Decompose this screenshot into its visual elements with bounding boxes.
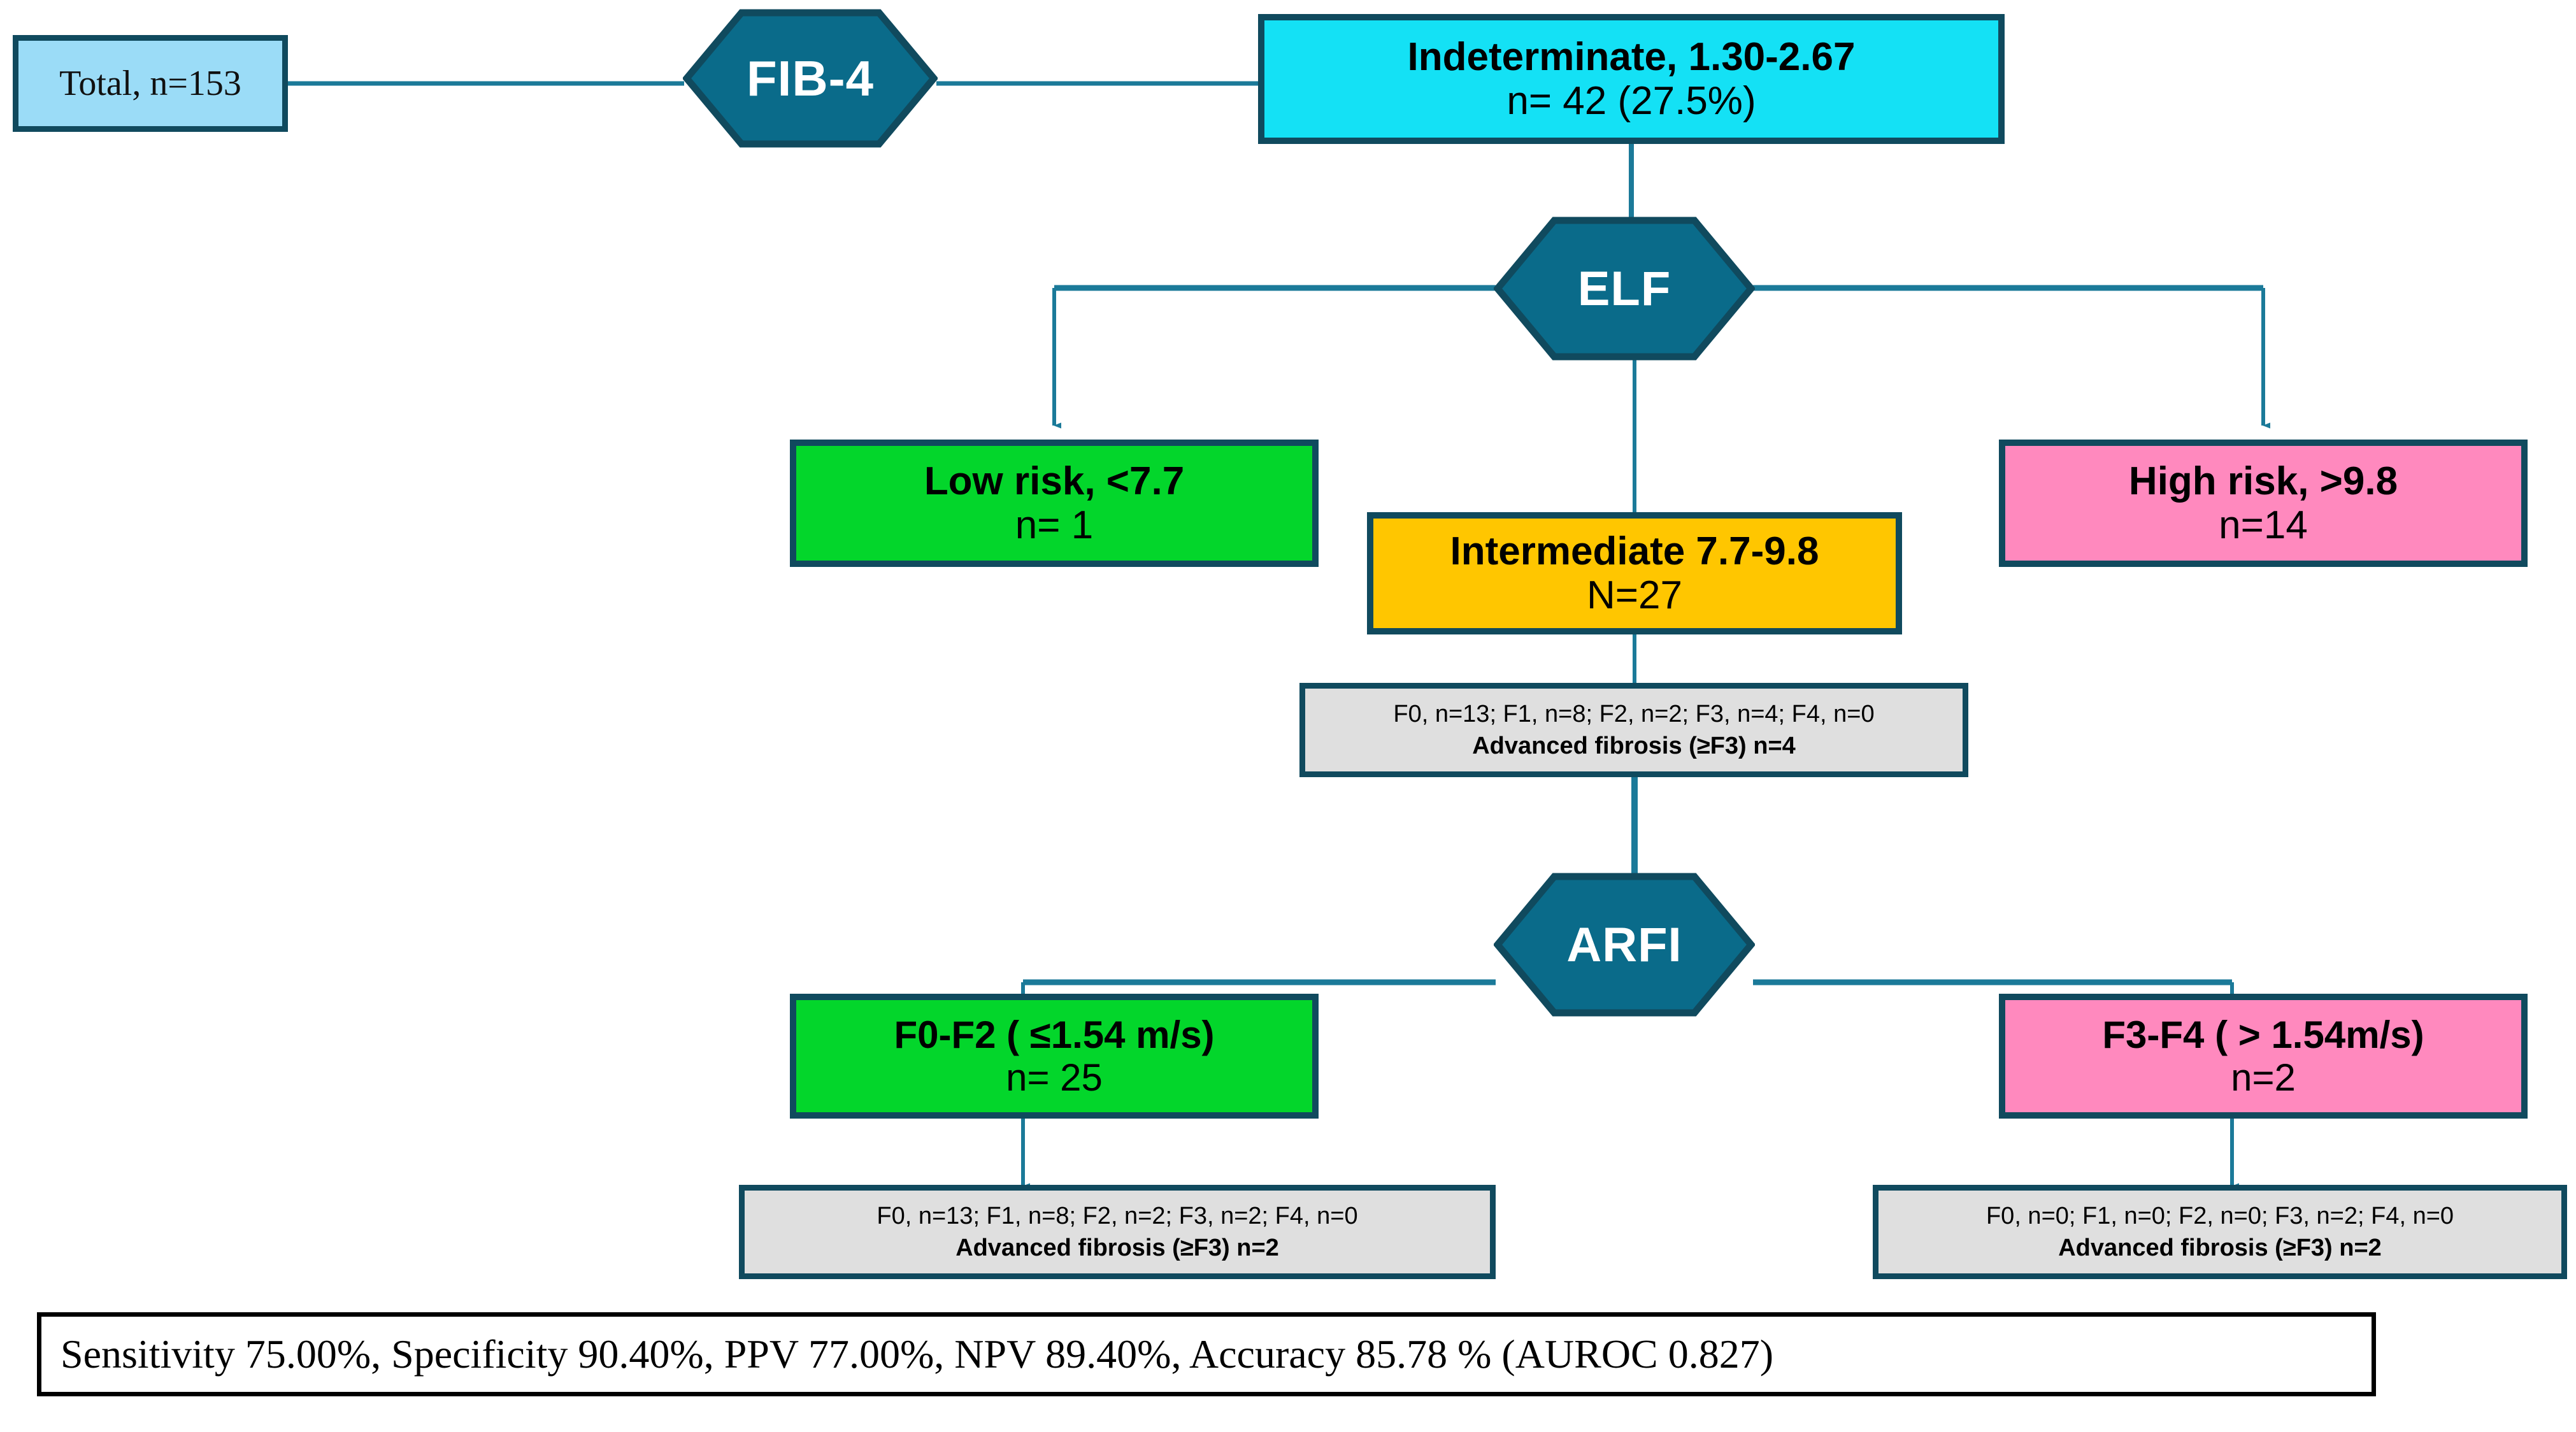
node-f0-f2-line1: F0-F2 ( ≤1.54 m/s) [894, 1013, 1215, 1056]
node-indeterminate-line1: Indeterminate, 1.30-2.67 [1407, 34, 1856, 79]
node-high-risk[interactable]: High risk, >9.8 n=14 [1999, 440, 2528, 567]
node-low-risk[interactable]: Low risk, <7.7 n= 1 [790, 440, 1319, 567]
node-high-risk-line2: n=14 [2219, 503, 2308, 547]
detail-intermediate-line2: Advanced fibrosis (≥F3) n=4 [1472, 733, 1796, 759]
detail-box-f0-f2: F0, n=13; F1, n=8; F2, n=2; F3, n=2; F4,… [739, 1185, 1496, 1279]
node-indeterminate[interactable]: Indeterminate, 1.30-2.67 n= 42 (27.5%) [1258, 14, 2005, 144]
detail-f0-f2-line2: Advanced fibrosis (≥F3) n=2 [955, 1235, 1279, 1261]
performance-summary-text: Sensitivity 75.00%, Specificity 90.40%, … [61, 1331, 1774, 1377]
hexagon-shape-icon [1494, 217, 1755, 361]
node-indeterminate-line2: n= 42 (27.5%) [1506, 79, 1756, 123]
hexagon-shape-icon [683, 9, 938, 148]
node-elf-label: ELF [1577, 261, 1671, 316]
hexagon-shape-icon [1494, 873, 1755, 1017]
node-intermediate-line2: N=27 [1587, 573, 1682, 617]
node-total[interactable]: Total, n=153 [13, 35, 288, 132]
node-elf-hexagon[interactable]: ELF [1494, 217, 1755, 361]
node-intermediate-line1: Intermediate 7.7-9.8 [1450, 529, 1819, 573]
node-low-risk-line2: n= 1 [1015, 503, 1094, 547]
node-total-label: Total, n=153 [59, 63, 241, 103]
node-arfi-label: ARFI [1566, 917, 1682, 972]
node-high-risk-line1: High risk, >9.8 [2128, 459, 2398, 503]
node-arfi-hexagon[interactable]: ARFI [1494, 873, 1755, 1017]
node-low-risk-line1: Low risk, <7.7 [924, 459, 1185, 503]
node-intermediate[interactable]: Intermediate 7.7-9.8 N=27 [1367, 512, 1902, 634]
detail-f3-f4-line1: F0, n=0; F1, n=0; F2, n=0; F3, n=2; F4, … [1986, 1202, 2454, 1229]
node-fib4-hexagon[interactable]: FIB-4 [683, 9, 938, 148]
detail-box-f3-f4: F0, n=0; F1, n=0; F2, n=0; F3, n=2; F4, … [1873, 1185, 2567, 1279]
performance-summary-bar: Sensitivity 75.00%, Specificity 90.40%, … [37, 1312, 2376, 1396]
node-f0-f2-line2: n= 25 [1006, 1056, 1103, 1099]
node-f3-f4-line2: n=2 [2231, 1056, 2296, 1099]
detail-box-intermediate: F0, n=13; F1, n=8; F2, n=2; F3, n=4; F4,… [1299, 683, 1968, 777]
detail-f3-f4-line2: Advanced fibrosis (≥F3) n=2 [2058, 1235, 2382, 1261]
detail-f0-f2-line1: F0, n=13; F1, n=8; F2, n=2; F3, n=2; F4,… [877, 1202, 1358, 1229]
node-fib4-label: FIB-4 [747, 50, 874, 106]
detail-intermediate-line1: F0, n=13; F1, n=8; F2, n=2; F3, n=4; F4,… [1393, 700, 1875, 727]
node-f0-f2[interactable]: F0-F2 ( ≤1.54 m/s) n= 25 [790, 994, 1319, 1119]
node-f3-f4[interactable]: F3-F4 ( > 1.54m/s) n=2 [1999, 994, 2528, 1119]
node-f3-f4-line1: F3-F4 ( > 1.54m/s) [2102, 1013, 2424, 1056]
